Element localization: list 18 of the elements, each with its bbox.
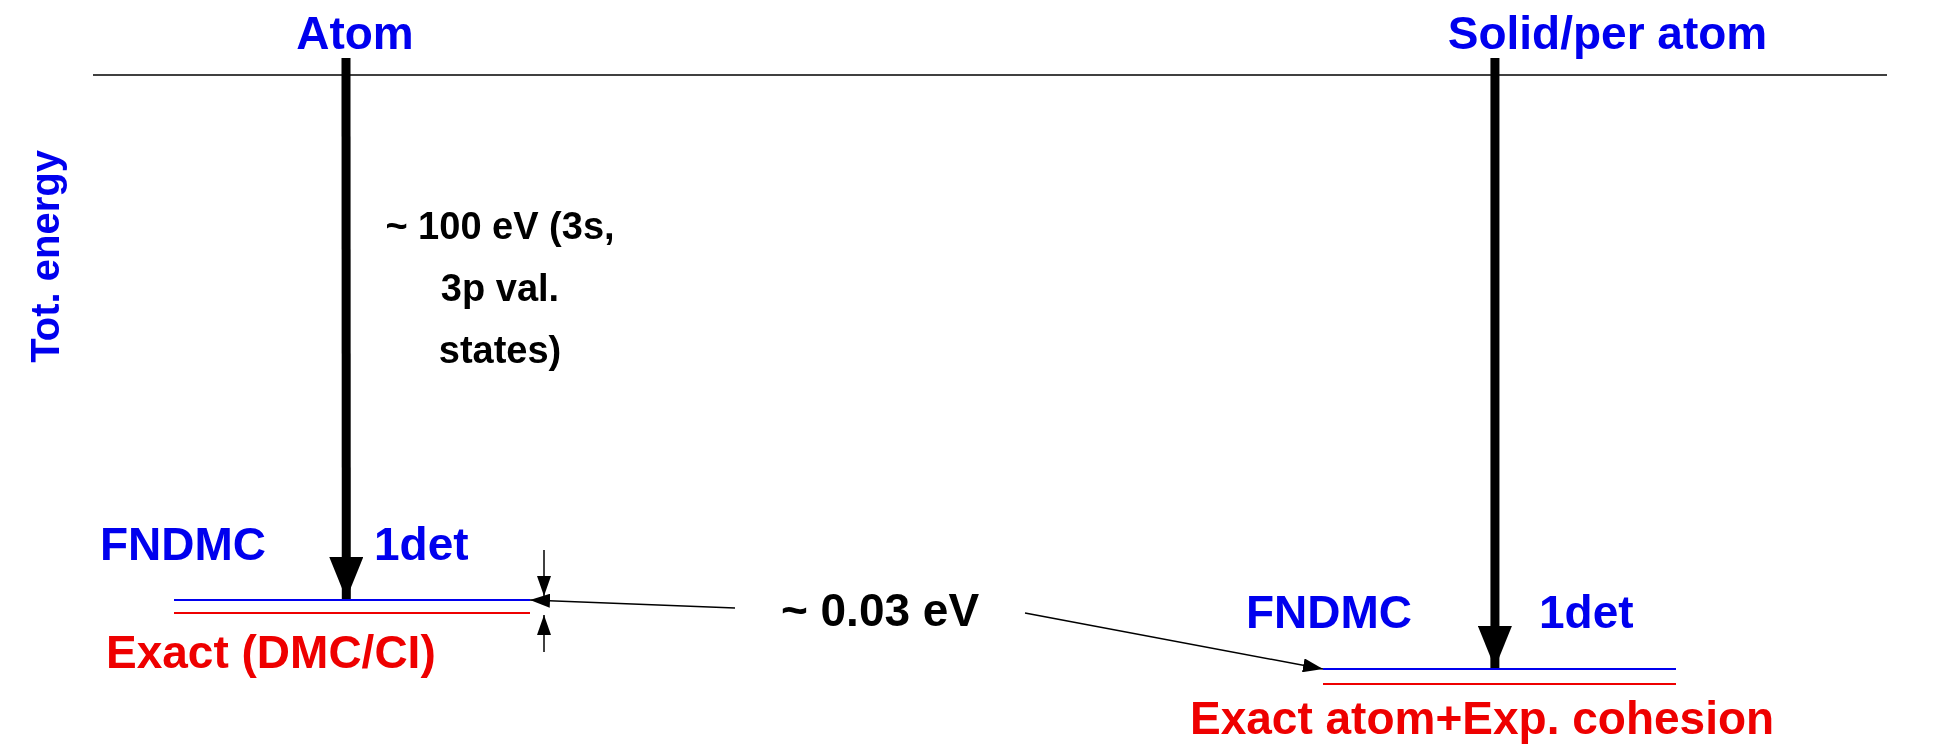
arrow [329, 58, 364, 599]
value-label: ~ 0.03 eV [735, 585, 1025, 635]
energy-level-line [1323, 683, 1676, 685]
level-label: Exact atom+Exp. cohesion [1190, 693, 1775, 743]
energy-level-line [1323, 668, 1676, 670]
level-label: Exact (DMC/CI) [106, 627, 436, 677]
column-heading: Atom [270, 8, 440, 58]
level-label: FNDMC [1246, 587, 1413, 637]
energy-level-line [174, 612, 530, 614]
column-heading: Solid/per atom [1440, 8, 1775, 58]
energy-level-line [174, 599, 530, 601]
level-label: 1det [1539, 587, 1634, 637]
axis-label: Tot. energy [22, 150, 68, 363]
arrow [1024, 612, 1324, 673]
level-label: 1det [374, 519, 469, 569]
level-label: FNDMC [100, 519, 267, 569]
arrow [529, 593, 736, 609]
arrow [1477, 58, 1512, 668]
